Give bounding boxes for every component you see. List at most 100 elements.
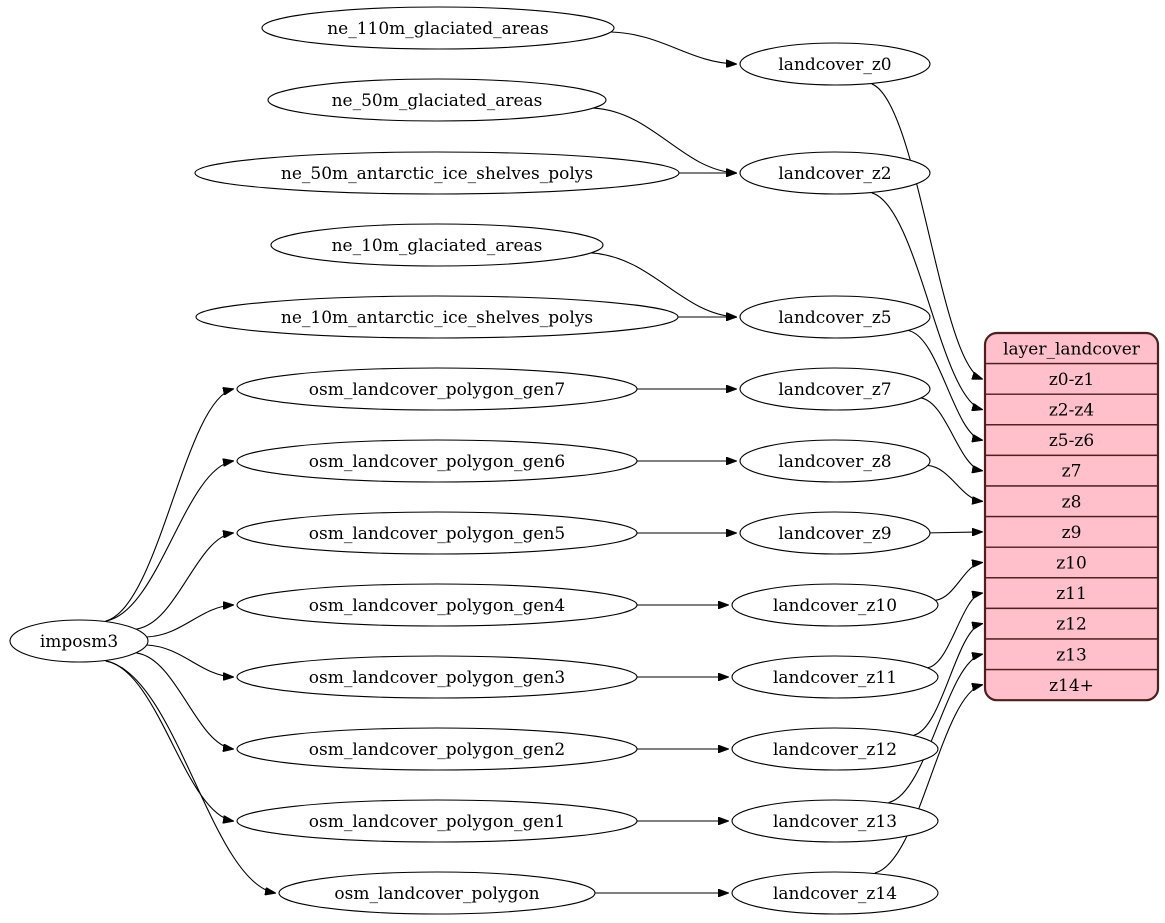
node-ellipse <box>731 727 939 771</box>
node-label: osm_landcover_polygon_gen2 <box>309 740 565 760</box>
node-ne_10m_glaciated_areas[interactable]: ne_10m_glaciated_areas <box>270 223 604 267</box>
node-ellipse <box>731 655 939 699</box>
node-ne_10m_antarctic_ice_shelves_polys[interactable]: ne_10m_antarctic_ice_shelves_polys <box>195 295 679 339</box>
edge-landcover_z0-to-z0-z1 <box>871 83 982 379</box>
table-row-label: z10 <box>1056 554 1087 574</box>
node-label: landcover_z2 <box>778 164 891 184</box>
table-row-label: z7 <box>1062 462 1082 482</box>
table-row-label: z14+ <box>1049 676 1094 696</box>
node-label: landcover_z14 <box>773 884 897 904</box>
node-ellipse <box>236 655 638 699</box>
edge-imposm3-to-osm_landcover_polygon_gen7 <box>105 389 233 622</box>
node-ellipse <box>739 295 931 339</box>
node-label: ne_10m_glaciated_areas <box>332 236 543 256</box>
node-osm_landcover_polygon_gen1[interactable]: osm_landcover_polygon_gen1 <box>236 799 638 843</box>
table-row-label: z9 <box>1062 523 1082 543</box>
node-label: osm_landcover_polygon <box>334 884 539 904</box>
node-ellipse <box>267 78 607 122</box>
node-landcover_z13[interactable]: landcover_z13 <box>731 799 939 843</box>
nodes-layer: imposm3 ne_110m_glaciated_areas ne_50m_gla… <box>9 6 939 915</box>
node-ellipse <box>236 439 638 483</box>
table-row-z13[interactable] <box>985 638 1158 671</box>
edge-landcover_z7-to-z7 <box>921 397 982 471</box>
edge-ne_50m_glaciated_areas-to-landcover_z2 <box>593 107 736 173</box>
node-osm_landcover_polygon_gen3[interactable]: osm_landcover_polygon_gen3 <box>236 655 638 699</box>
edge-landcover_z2-to-z2-z4 <box>871 192 982 410</box>
table-body: layer_landcoverz0-z1z2-z4z5-z6z7z8z9z10z… <box>985 333 1158 701</box>
node-ellipse <box>236 727 638 771</box>
edge-landcover_z12-to-z12 <box>913 624 982 736</box>
node-label: ne_10m_antarctic_ice_shelves_polys <box>281 308 593 328</box>
node-ellipse <box>731 799 939 843</box>
table-row-z11[interactable] <box>985 577 1158 610</box>
node-landcover_z9[interactable]: landcover_z9 <box>739 511 931 555</box>
node-landcover_z7[interactable]: landcover_z7 <box>739 367 931 411</box>
node-label: osm_landcover_polygon_gen4 <box>309 596 565 616</box>
edge-landcover_z8-to-z8 <box>927 464 982 501</box>
edge-landcover_z14-to-z14+ <box>874 685 982 874</box>
node-landcover_z11[interactable]: landcover_z11 <box>731 655 939 699</box>
edge-ne_110m_glaciated_areas-to-landcover_z0 <box>610 31 736 64</box>
node-label: landcover_z13 <box>773 812 897 832</box>
node-label: ne_50m_glaciated_areas <box>332 91 543 111</box>
table-title-label: layer_landcover <box>1003 339 1141 359</box>
node-label: landcover_z0 <box>778 55 891 75</box>
node-landcover_z8[interactable]: landcover_z8 <box>739 439 931 483</box>
node-landcover_z5[interactable]: landcover_z5 <box>739 295 931 339</box>
edge-imposm3-to-osm_landcover_polygon <box>105 660 275 893</box>
table-row-z10[interactable] <box>985 546 1158 579</box>
table-row-z5-z6[interactable] <box>985 424 1158 457</box>
node-osm_landcover_polygon_gen7[interactable]: osm_landcover_polygon_gen7 <box>236 367 638 411</box>
edge-imposm3-to-osm_landcover_polygon_gen5 <box>136 533 233 630</box>
edges-layer <box>105 31 982 893</box>
node-ne_50m_antarctic_ice_shelves_polys[interactable]: ne_50m_antarctic_ice_shelves_polys <box>194 151 680 195</box>
node-ellipse <box>236 799 638 843</box>
node-ne_110m_glaciated_areas[interactable]: ne_110m_glaciated_areas <box>261 6 615 50</box>
table-row-label: z12 <box>1056 615 1087 635</box>
node-label: imposm3 <box>40 632 118 652</box>
edge-imposm3-to-osm_landcover_polygon_gen2 <box>136 652 233 749</box>
table-row-label: z5-z6 <box>1049 431 1094 451</box>
node-landcover_z2[interactable]: landcover_z2 <box>739 151 931 195</box>
edge-landcover_z10-to-z10 <box>935 563 982 601</box>
node-ellipse <box>739 511 931 555</box>
node-ellipse <box>278 871 596 915</box>
edge-imposm3-to-osm_landcover_polygon_gen3 <box>146 644 233 677</box>
node-ellipse <box>261 6 615 50</box>
table-row-z9[interactable] <box>985 515 1158 548</box>
node-osm_landcover_polygon_gen4[interactable]: osm_landcover_polygon_gen4 <box>236 583 638 627</box>
node-ellipse <box>731 871 939 915</box>
node-osm_landcover_polygon_gen5[interactable]: osm_landcover_polygon_gen5 <box>236 511 638 555</box>
node-label: landcover_z12 <box>773 740 897 760</box>
table-row-z14+[interactable] <box>985 668 1158 701</box>
node-landcover_z12[interactable]: landcover_z12 <box>731 727 939 771</box>
node-landcover_z0[interactable]: landcover_z0 <box>739 42 931 86</box>
node-ellipse <box>739 151 931 195</box>
node-ellipse <box>739 439 931 483</box>
node-ellipse <box>236 511 638 555</box>
node-osm_landcover_polygon_gen2[interactable]: osm_landcover_polygon_gen2 <box>236 727 638 771</box>
table-row-z2-z4[interactable] <box>985 393 1158 426</box>
node-ellipse <box>9 619 149 663</box>
node-ellipse <box>194 151 680 195</box>
node-landcover_z10[interactable]: landcover_z10 <box>731 583 939 627</box>
node-landcover_z14[interactable]: landcover_z14 <box>731 871 939 915</box>
node-osm_landcover_polygon[interactable]: osm_landcover_polygon <box>278 871 596 915</box>
table-row-label: z2-z4 <box>1049 401 1094 421</box>
node-label: landcover_z5 <box>778 308 891 328</box>
table-row-z7[interactable] <box>985 454 1158 487</box>
node-ellipse <box>236 583 638 627</box>
node-osm_landcover_polygon_gen6[interactable]: osm_landcover_polygon_gen6 <box>236 439 638 483</box>
edge-landcover_z5-to-z5-z6 <box>908 330 982 440</box>
node-label: landcover_z9 <box>778 524 891 544</box>
edge-landcover_z9-to-z9 <box>929 532 982 533</box>
node-imposm3[interactable]: imposm3 <box>9 619 149 663</box>
node-ellipse <box>270 223 604 267</box>
node-ellipse <box>739 42 931 86</box>
node-ellipse <box>195 295 679 339</box>
node-ellipse <box>739 367 931 411</box>
node-ne_50m_glaciated_areas[interactable]: ne_50m_glaciated_areas <box>267 78 607 122</box>
node-label: osm_landcover_polygon_gen1 <box>309 812 565 832</box>
